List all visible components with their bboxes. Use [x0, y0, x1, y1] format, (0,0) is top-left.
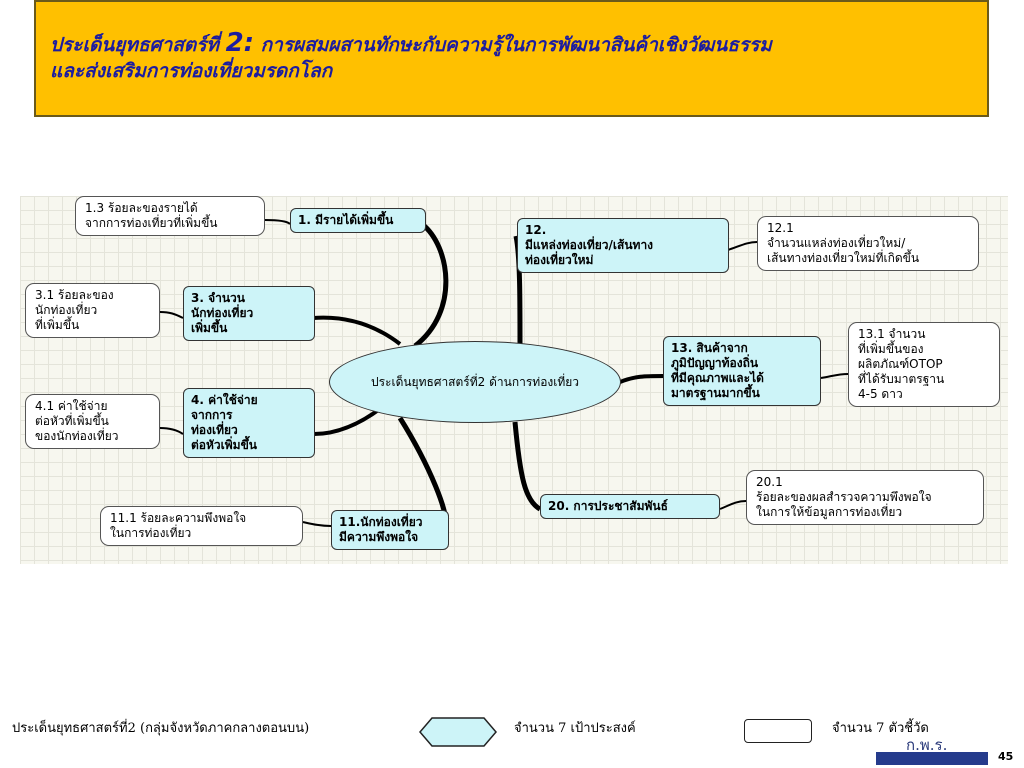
link-g11-i111: [302, 521, 332, 527]
indicator-1-3: 1.3 ร้อยละของรายได้ จากการท่องเที่ยวที่เ…: [75, 196, 265, 236]
link-g12-i121: [727, 241, 758, 251]
link-g3-i31: [159, 311, 184, 319]
indicator-3-1: 3.1 ร้อยละของ นักท่องเที่ยว ที่เพิ่มขึ้น: [25, 283, 160, 338]
link-g13-i131: [820, 373, 849, 379]
legend-goals-count: จำนวน 7 เป้าประสงค์: [514, 721, 636, 736]
legend-goal-shape: [419, 717, 497, 747]
title-suffix: การผสมผสานทักษะกับความรู้ในการพัฒนาสินค้…: [254, 34, 772, 56]
center-topic-label: ประเด็นยุทธศาสตร์ที่2 ด้านการท่องเที่ยว: [370, 374, 580, 389]
branch-g20: [512, 421, 542, 512]
indicator-13-1: 13.1 จำนวน ที่เพิ่มขึ้นของ ผลิตภัณฑ์OTOP…: [848, 322, 1000, 407]
branch-g13: [619, 374, 664, 384]
title-number: 2:: [225, 28, 255, 58]
indicator-4-1: 4.1 ค่าใช้จ่าย ต่อหัวที่เพิ่มขึ้น ของนัก…: [25, 394, 160, 449]
legend-indicators-count: จำนวน 7 ตัวชี้วัด: [832, 721, 929, 736]
legend-group-label: ประเด็นยุทธศาสตร์ที่2 (กลุ่มจังหวัดภาคกล…: [12, 721, 310, 736]
goal-11: 11.นักท่องเที่ยว มีความพึงพอใจ: [331, 510, 449, 550]
logo-bar: [876, 752, 988, 765]
goal-20: 20. การประชาสัมพันธ์: [540, 494, 720, 519]
goal-12: 12. มีแหล่งท่องเที่ยว/เส้นทาง ท่องเที่ยว…: [517, 218, 729, 273]
mind-map: ประเด็นยุทธศาสตร์ที่2 ด้านการท่องเที่ยว …: [20, 196, 1008, 564]
indicator-20-1: 20.1 ร้อยละของผลสำรวจความพึงพอใจ ในการให…: [746, 470, 984, 525]
title-line2: และส่งเสริมการท่องเที่ยวมรดกโลก: [50, 60, 333, 82]
branch-g3: [312, 315, 402, 346]
link-g4-i41: [159, 427, 184, 435]
indicator-11-1: 11.1 ร้อยละความพึงพอใจ ในการท่องเที่ยว: [100, 506, 303, 546]
goal-3: 3. จำนวน นักท่องเที่ยว เพิ่มขึ้น: [183, 286, 315, 341]
title-prefix: ประเด็นยุทธศาสตร์ที่: [50, 34, 226, 56]
goal-1: 1. มีรายได้เพิ่มขึ้น: [290, 208, 426, 233]
branch-g1: [413, 222, 449, 348]
goal-4: 4. ค่าใช้จ่าย จากการ ท่องเที่ยว ต่อหัวเพ…: [183, 388, 315, 458]
indicator-12-1: 12.1 จำนวนแหล่งท่องเที่ยวใหม่/ เส้นทางท่…: [757, 216, 979, 271]
goal-13: 13. สินค้าจาก ภูมิปัญญาท้องถิ่น ที่มีคุณ…: [663, 336, 821, 406]
link-g20-i201: [719, 500, 747, 510]
link-g1-i13: [264, 219, 291, 225]
title-banner: ประเด็นยุทธศาสตร์ที่ 2: การผสมผสานทักษะก…: [34, 0, 989, 117]
legend-indicator-shape: [744, 719, 812, 743]
opdc-logo: ก.พ.ร.: [906, 736, 948, 754]
center-topic: ประเด็นยุทธศาสตร์ที่2 ด้านการท่องเที่ยว: [329, 341, 621, 423]
page-title: ประเด็นยุทธศาสตร์ที่ 2: การผสมผสานทักษะก…: [50, 30, 977, 84]
page-number: 45: [998, 750, 1014, 763]
